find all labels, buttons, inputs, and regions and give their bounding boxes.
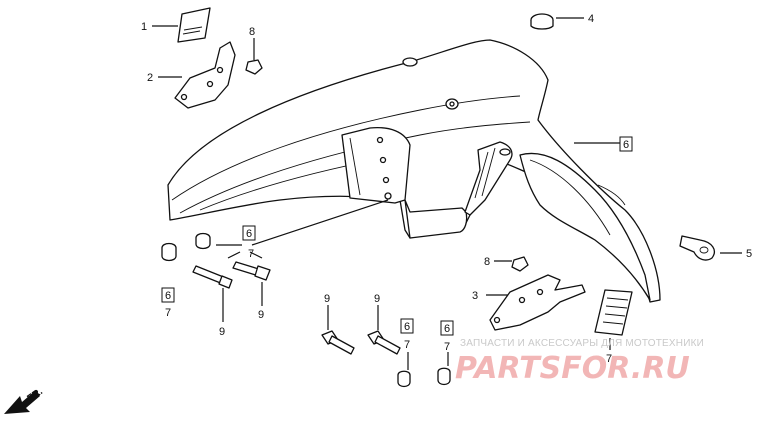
watermark-brand: PARTSFOR.RU (455, 351, 690, 386)
callout-4: 4 (588, 13, 594, 25)
part-3-bracket (489, 274, 586, 331)
callout-7-collar: 7 (248, 248, 254, 260)
part-8-nut-top (245, 59, 263, 75)
front-direction-arrow: FR. (4, 386, 45, 414)
part-2-bracket (174, 41, 236, 109)
callout-8-lower: 8 (484, 256, 490, 268)
callout-9-b: 9 (258, 309, 264, 321)
callout-9-c: 9 (324, 293, 330, 305)
watermark: ЗАПЧАСТИ И АКСЕССУАРЫ ДЛЯ МОТОТЕХНИКИ PA… (455, 338, 704, 386)
callout-9-d: 9 (374, 293, 380, 305)
callout-5: 5 (746, 248, 752, 260)
part-4-grommet (530, 13, 554, 30)
callout-6-bottom-a: 6 (404, 321, 410, 333)
hardware-bottom (321, 330, 451, 388)
callout-6-collar: 6 (246, 228, 252, 240)
reflector (594, 289, 633, 336)
callout-2: 2 (147, 72, 153, 84)
callout-8-top: 8 (249, 26, 255, 38)
callout-6-left: 6 (165, 290, 171, 302)
watermark-caption: ЗАПЧАСТИ И АКСЕССУАРЫ ДЛЯ МОТОТЕХНИКИ (460, 338, 704, 349)
callout-7-reflector: 7 (606, 353, 612, 365)
callout-7-left: 7 (165, 307, 171, 319)
callout-7-bottom-a: 7 (404, 339, 410, 351)
callout-6-bottom-b: 6 (444, 323, 450, 335)
callout-1: 1 (141, 21, 147, 33)
part-8-nut-lower (511, 256, 529, 272)
hardware-left (161, 232, 271, 289)
callout-3: 3 (472, 290, 478, 302)
callout-6-fender: 6 (623, 139, 629, 151)
part-5-clip (679, 235, 715, 261)
front-fender (167, 39, 661, 303)
callout-7-bottom-b: 7 (444, 341, 450, 353)
callout-9-a: 9 (219, 326, 225, 338)
part-1-clip (177, 7, 211, 43)
callout-labels: 1 2 3 4 5 6 6 6 6 6 7 7 7 7 7 8 8 9 9 9 … (141, 13, 752, 365)
leader-lines (152, 17, 742, 370)
